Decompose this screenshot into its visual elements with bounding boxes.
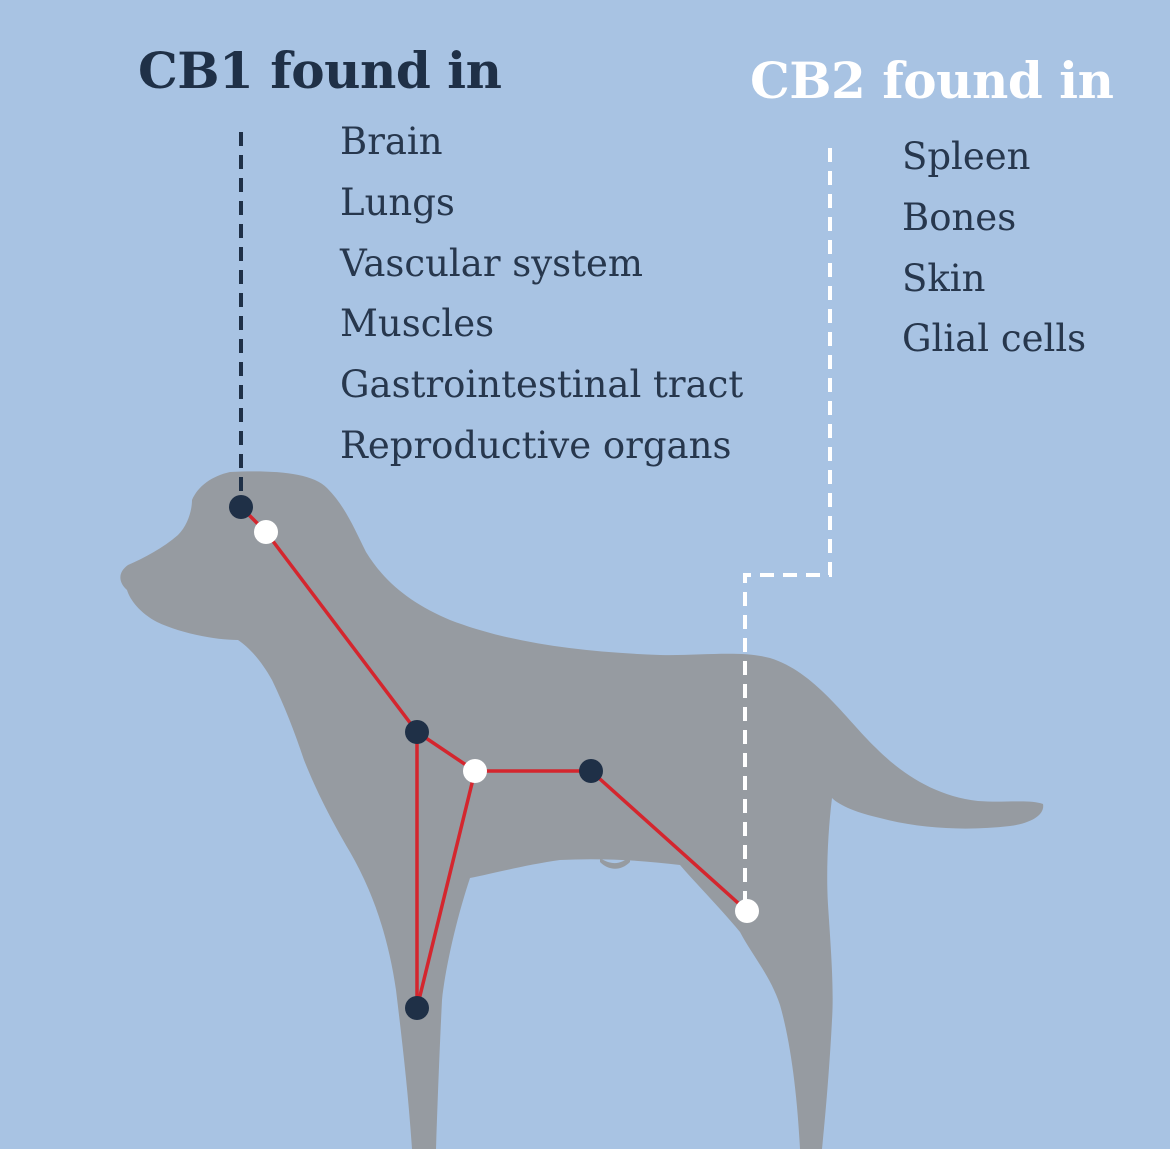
cb2-node-hind bbox=[735, 899, 759, 923]
cb1-organ-item: Lungs bbox=[340, 173, 743, 234]
cb2-organ-item: Bones bbox=[902, 188, 1086, 249]
cb1-node-head bbox=[229, 495, 253, 519]
cb1-organ-item: Reproductive organs bbox=[340, 416, 743, 477]
cb1-organ-item: Vascular system bbox=[340, 234, 743, 295]
cb1-node-leg bbox=[405, 996, 429, 1020]
cb2-heading: CB2 found in bbox=[750, 56, 1114, 106]
cb2-organ-list: Spleen Bones Skin Glial cells bbox=[902, 127, 1086, 370]
cb1-organ-item: Gastrointestinal tract bbox=[340, 355, 743, 416]
cb1-organ-item: Brain bbox=[340, 112, 743, 173]
cb2-organ-item: Skin bbox=[902, 249, 1086, 310]
cb1-organ-item: Muscles bbox=[340, 294, 743, 355]
cb1-organ-list: Brain Lungs Vascular system Muscles Gast… bbox=[340, 112, 743, 477]
cb2-node-neck bbox=[254, 520, 278, 544]
cb2-organ-item: Glial cells bbox=[902, 309, 1086, 370]
cb1-heading: CB1 found in bbox=[138, 46, 502, 96]
cb2-organ-item: Spleen bbox=[902, 127, 1086, 188]
cb2-node-chest bbox=[463, 759, 487, 783]
cb1-node-abdomen bbox=[579, 759, 603, 783]
cb1-node-chest bbox=[405, 720, 429, 744]
